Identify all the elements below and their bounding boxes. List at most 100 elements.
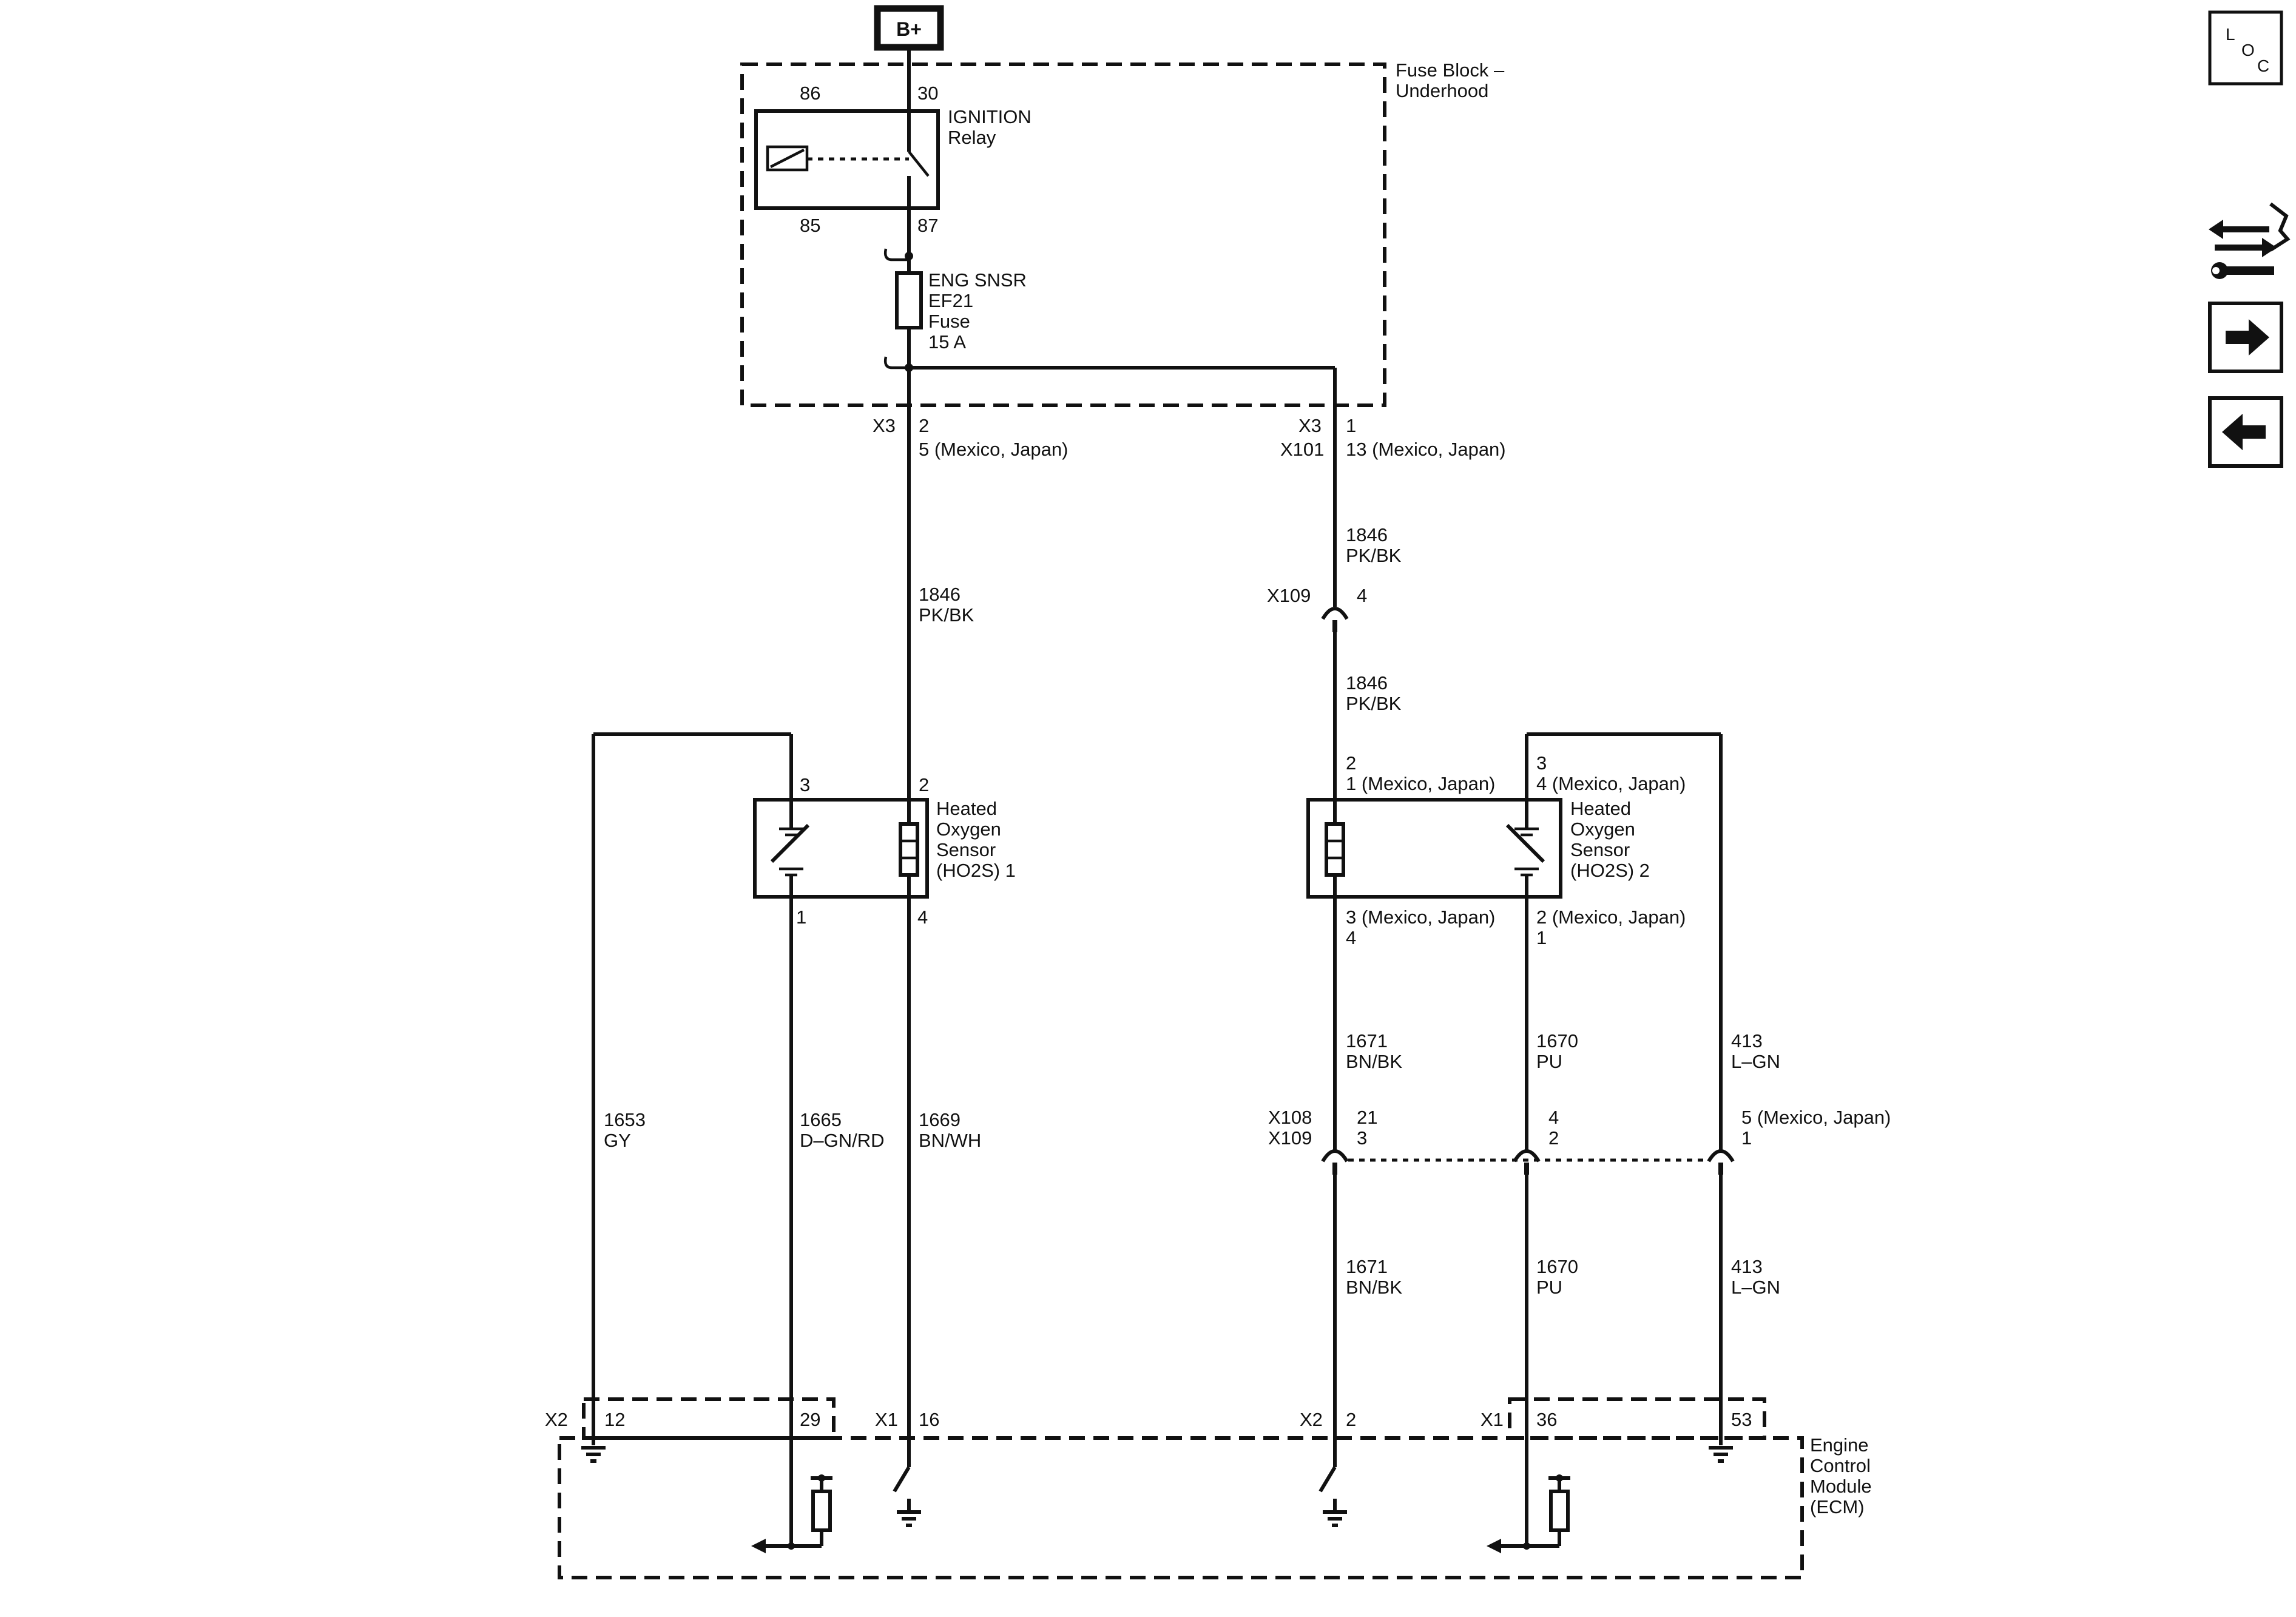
wire-413-upper-color: L–GN — [1731, 1051, 1780, 1072]
ho2s-2-name-2: Oxygen — [1570, 819, 1635, 840]
ho2s-2-pin-top-right-b: 4 (Mexico, Japan) — [1536, 773, 1686, 794]
wire-1671-lower-color: BN/BK — [1346, 1277, 1402, 1298]
next-page-button[interactable] — [2208, 302, 2283, 373]
wire-413-lower-color: L–GN — [1731, 1277, 1780, 1298]
ecm-pin-36: 36 — [1536, 1409, 1557, 1430]
ecm-pin-16: 16 — [919, 1409, 939, 1430]
conn-x109-top-label: X109 — [1267, 585, 1311, 606]
ho2s-1-pin-2: 2 — [919, 774, 929, 795]
ho2s-2-name-3: Sensor — [1570, 839, 1630, 860]
conn-inline-b-symbol — [1513, 1149, 1541, 1163]
ecm-pin-12-ground-icon — [581, 1446, 606, 1463]
conn-inline-a-pin-icon — [1332, 1163, 1337, 1175]
wire-1846-right-mid-color: PK/BK — [1346, 693, 1402, 714]
relay-name-1: IGNITION — [948, 106, 1032, 127]
ho2s-2-pin-top-left-b: 1 (Mexico, Japan) — [1346, 773, 1495, 794]
wire-1846-right-mid-num: 1846 — [1346, 672, 1388, 694]
ecm-pin-36-junction — [1523, 1542, 1530, 1550]
wire-1846-left-num: 1846 — [919, 584, 961, 605]
ecm-pin-36-resistor-icon — [1549, 1490, 1570, 1532]
ho2s-2-name-1: Heated — [1570, 798, 1631, 819]
wire-1669-num: 1669 — [919, 1109, 961, 1130]
locator-letter-l: L — [2226, 25, 2235, 44]
conn-x3-left-pin: 2 — [919, 415, 929, 436]
fuse-block-boundary — [740, 62, 1386, 407]
ecm-conn-x1-a: X1 — [875, 1409, 898, 1430]
ecm-x1-connector-right — [1508, 1397, 1766, 1440]
conn-x109-pin-1: 1 — [1741, 1127, 1752, 1149]
wire-413-lower-num: 413 — [1731, 1256, 1763, 1277]
ecm-pin-2-ground-icon — [1323, 1510, 1347, 1527]
wire-413-upper-num: 413 — [1731, 1030, 1763, 1052]
ignition-relay-box — [754, 109, 940, 210]
fuse-label-1: ENG SNSR — [928, 269, 1027, 291]
previous-page-button[interactable] — [2208, 396, 2283, 468]
component-locator-button[interactable]: L O C — [2208, 10, 2283, 86]
ecm-pin-29-resistor-icon — [811, 1490, 832, 1532]
ho2s-1-name-2: Oxygen — [936, 819, 1001, 840]
conn-x108-pin-4: 4 — [1548, 1107, 1559, 1128]
ecm-conn-x2-left: X2 — [545, 1409, 568, 1430]
ho2s-1-pin-1: 1 — [796, 906, 806, 928]
conn-x109-top-pin: 4 — [1357, 585, 1367, 606]
wire-1670-lower-color: PU — [1536, 1277, 1562, 1298]
ho2s-2-pin-bottom-left-a: 3 (Mexico, Japan) — [1346, 906, 1495, 928]
ho2s-2-pin-bottom-right-a: 2 (Mexico, Japan) — [1536, 906, 1686, 928]
next-arrow-icon — [2226, 319, 2269, 356]
relay-coil-diagonal — [769, 148, 805, 169]
ecm-conn-x1-b: X1 — [1481, 1409, 1504, 1430]
wire-1653-num: 1653 — [604, 1109, 646, 1130]
ho2s-1-name-1: Heated — [936, 798, 997, 819]
ecm-pin-29-arrow-icon — [751, 1539, 766, 1553]
fuse-top-terminal — [883, 248, 909, 262]
relay-pin-87: 87 — [917, 215, 938, 236]
conn-x109-pin-3: 3 — [1357, 1127, 1367, 1149]
wire-1670-upper-color: PU — [1536, 1051, 1562, 1072]
ho2s-2-heater-icon — [1325, 822, 1345, 877]
fuse-ef21-icon — [895, 271, 923, 329]
ho2s-1-sensor-diagonal — [770, 823, 810, 863]
ho2s-2-name-4: (HO2S) 2 — [1570, 860, 1650, 881]
previous-arrow-icon — [2222, 414, 2266, 450]
relay-pin-30: 30 — [917, 83, 938, 104]
ecm-name-3: Module — [1810, 1476, 1872, 1497]
conn-x101-alt: 13 (Mexico, Japan) — [1346, 439, 1506, 460]
ecm-x2-connector-left — [582, 1397, 836, 1440]
ho2s-1-box — [753, 798, 929, 899]
ecm-pin-29-junction — [788, 1542, 795, 1550]
conn-x108-label: X108 — [1268, 1107, 1312, 1128]
conn-x3-left-label: X3 — [873, 415, 896, 436]
ho2s-1-pin-4: 4 — [917, 906, 928, 928]
fuse-label-3: Fuse — [928, 311, 970, 332]
ho2s-1-pin-3: 3 — [800, 774, 810, 795]
ho2s-2-pin-top-right-a: 3 — [1536, 752, 1547, 774]
ho2s-1-name-3: Sensor — [936, 839, 996, 860]
conn-x108-pin-21: 21 — [1357, 1107, 1377, 1128]
wire-1670-upper-num: 1670 — [1536, 1030, 1578, 1052]
wire-1665-color: D–GN/RD — [800, 1130, 885, 1151]
wire-1669-color: BN/WH — [919, 1130, 981, 1151]
ecm-pin-36-ref-dot — [1556, 1474, 1563, 1482]
wire-1653-color: GY — [604, 1130, 631, 1151]
ecm-name-1: Engine — [1810, 1434, 1869, 1456]
conn-x109-pin-2: 2 — [1548, 1127, 1559, 1149]
fuse-block-title-2: Underhood — [1396, 80, 1488, 101]
ho2s-2-sensor-diagonal — [1505, 823, 1545, 863]
fuse-block-title-1: Fuse Block – — [1396, 59, 1505, 81]
conn-x3-left-alt: 5 (Mexico, Japan) — [919, 439, 1068, 460]
ecm-name-4: (ECM) — [1810, 1496, 1865, 1517]
ho2s-2-pin-bottom-right-b: 1 — [1536, 927, 1547, 948]
conn-x109-low-label: X109 — [1268, 1127, 1312, 1149]
connector-tools-icon[interactable] — [2209, 202, 2291, 279]
ecm-pin-29: 29 — [800, 1409, 820, 1430]
wire-1671-upper-color: BN/BK — [1346, 1051, 1402, 1072]
ho2s-1-name-4: (HO2S) 1 — [936, 860, 1016, 881]
wire-1846-left-color: PK/BK — [919, 604, 974, 626]
conn-x108-pin-5: 5 (Mexico, Japan) — [1741, 1107, 1891, 1128]
fuse-bottom-terminal — [883, 356, 909, 370]
fuse-label-2: EF21 — [928, 290, 973, 311]
conn-inline-a-symbol — [1321, 1149, 1349, 1163]
ho2s-2-box — [1306, 798, 1562, 899]
conn-x101-label: X101 — [1280, 439, 1324, 460]
locator-letter-o: O — [2241, 41, 2255, 59]
